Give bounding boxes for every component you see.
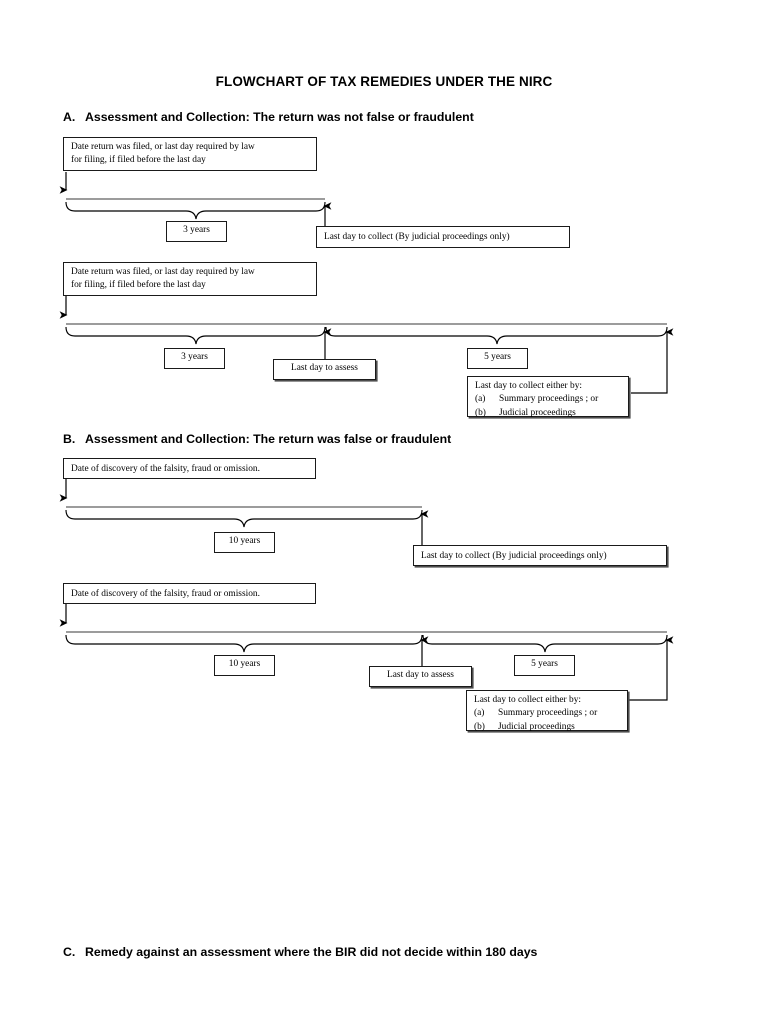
section-heading-c: C. Remedy against an assessment where the… — [63, 945, 537, 959]
b2-brace-10years — [65, 634, 423, 653]
a2-start-box-line1: Date return was filed, or last day requi… — [71, 267, 255, 277]
a2-brace-5years — [325, 326, 668, 345]
b2-end-box-item-a-marker: (a) — [474, 708, 485, 719]
a2-end-box-item-b-text: Judicial proceedings — [499, 407, 576, 418]
section-letter-a: A. — [63, 110, 76, 124]
b1-end-box: Last day to collect (By judicial proceed… — [413, 545, 667, 566]
a2-end-box-item-a: (a) Summary proceedings ; or — [475, 393, 622, 406]
b2-span-label-1-text: 5 years — [531, 659, 558, 669]
b1-end-box-line1: Last day to collect (By judicial proceed… — [421, 551, 607, 561]
b1-brace-10years — [65, 509, 423, 528]
b2-span-label-0-text: 10 years — [228, 659, 261, 669]
a2-end-box-item-a-marker: (a) — [475, 394, 486, 405]
b2-end-box-item-a-text: Summary proceedings ; or — [498, 708, 598, 719]
b1-start-box-line1: Date of discovery of the falsity, fraud … — [71, 464, 260, 474]
a2-end-box-line1: Last day to collect either by: — [475, 381, 582, 391]
b2-midpoint-box-line1: Last day to assess — [387, 670, 454, 680]
b2-midpoint-box: Last day to assess — [369, 666, 472, 687]
a1-start-box-line2: for filing, if filed before the last day — [71, 155, 206, 166]
a2-midpoint-box: Last day to assess — [273, 359, 376, 380]
section-title-c: Remedy against an assessment where the B… — [85, 945, 538, 959]
b1-span-label-0-text: 10 years — [228, 536, 261, 546]
b2-start-box: Date of discovery of the falsity, fraud … — [63, 583, 316, 604]
a2-end-box: Last day to collect either by: (a) Summar… — [467, 376, 629, 420]
a2-midpoint-box-line1: Last day to assess — [291, 363, 358, 373]
a2-span-label-1: 5 years — [467, 348, 528, 369]
section-title-a: Assessment and Collection: The return wa… — [85, 110, 474, 124]
a2-start-box: Date return was filed, or last day requi… — [63, 262, 317, 296]
b2-end-box-line1: Last day to collect either by: — [474, 695, 581, 705]
a2-start-box-line2: for filing, if filed before the last day — [71, 280, 206, 291]
a2-end-box-item-a-text: Summary proceedings ; or — [499, 394, 599, 405]
a1-brace-3years — [65, 201, 326, 220]
a1-start-box: Date return was filed, or last day requi… — [63, 137, 317, 171]
a1-end-box: Last day to collect (By judicial proceed… — [316, 226, 570, 248]
a1-span-label-0: 3 years — [166, 221, 227, 242]
b2-end-box-item-b-text: Judicial proceedings — [498, 721, 575, 732]
b2-span-label-0: 10 years — [214, 655, 275, 676]
b1-span-label-0: 10 years — [214, 532, 275, 553]
a2-collect-connector — [631, 328, 674, 394]
a2-brace-3years — [65, 326, 326, 345]
a2-span-label-1-text: 5 years — [484, 352, 511, 362]
a2-span-label-0-text: 3 years — [181, 352, 208, 362]
section-title-b: Assessment and Collection: The return wa… — [85, 432, 452, 446]
a1-end-box-line1: Last day to collect (By judicial proceed… — [324, 232, 510, 242]
a2-span-label-0: 3 years — [164, 348, 225, 369]
section-heading-b: B. Assessment and Collection: The return … — [63, 432, 451, 446]
document-title: FLOWCHART OF TAX REMEDIES UNDER THE NIRC — [215, 74, 553, 89]
a1-span-label-0-text: 3 years — [183, 225, 210, 235]
b2-brace-5years — [422, 634, 668, 653]
section-letter-c: C. — [63, 945, 76, 959]
section-heading-a: A. Assessment and Collection: The return … — [63, 110, 474, 124]
section-letter-b: B. — [63, 432, 76, 446]
b2-collect-connector — [629, 636, 674, 701]
b2-span-label-1: 5 years — [514, 655, 575, 676]
b2-end-box-item-a: (a) Summary proceedings ; or — [474, 707, 621, 720]
b2-start-box-line1: Date of discovery of the falsity, fraud … — [71, 589, 260, 599]
b2-end-box: Last day to collect either by: (a) Summar… — [466, 690, 628, 734]
a2-end-box-item-b-marker: (b) — [475, 407, 486, 418]
a2-end-box-item-b: (b) Judicial proceedings — [475, 407, 622, 420]
b2-end-box-item-b-marker: (b) — [474, 721, 485, 732]
a1-start-box-line1: Date return was filed, or last day requi… — [71, 142, 255, 152]
b1-start-box: Date of discovery of the falsity, fraud … — [63, 458, 316, 479]
b2-end-box-item-b: (b) Judicial proceedings — [474, 721, 621, 734]
